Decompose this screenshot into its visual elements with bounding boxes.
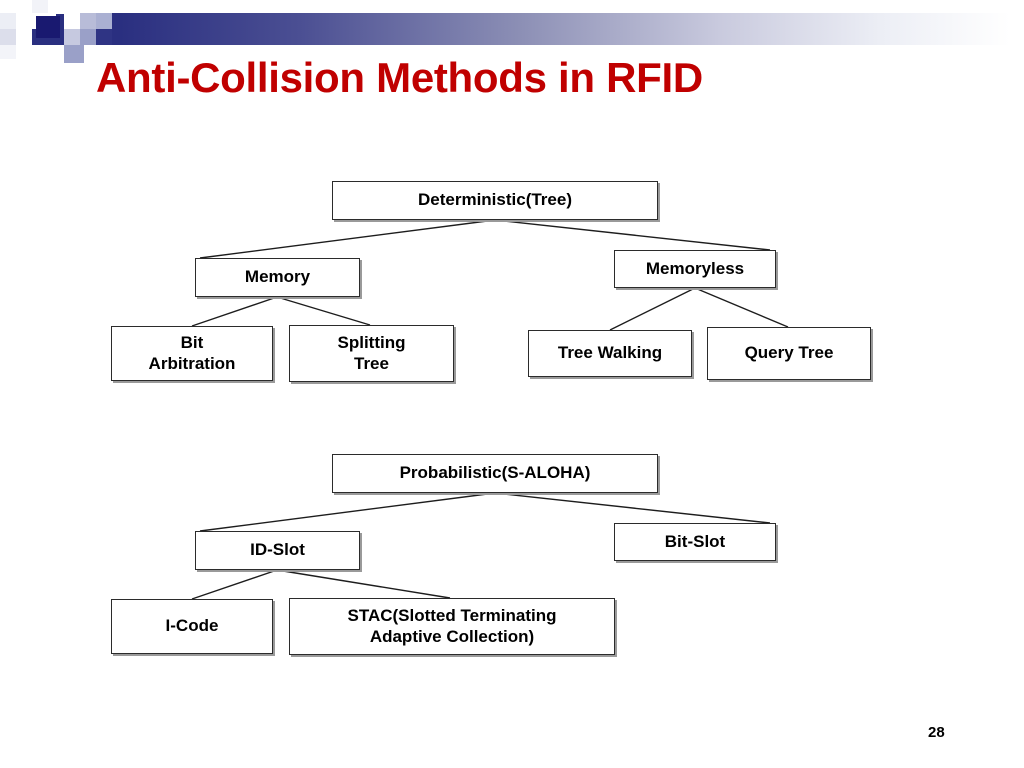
tree-node-label: ID-Slot — [250, 540, 305, 560]
decorative-square — [16, 45, 32, 59]
decorative-square — [16, 29, 32, 45]
tree-edge-id-slot-to-i-code — [191, 569, 278, 600]
tree-edge-deterministic-to-memory — [199, 219, 496, 259]
decorative-square — [80, 29, 96, 45]
tree-edge-deterministic-to-memoryless — [494, 219, 771, 251]
decorative-square — [0, 45, 16, 59]
tree-node-label: Deterministic(Tree) — [418, 190, 572, 210]
decorative-square — [80, 13, 96, 29]
tree-node-id-slot: ID-Slot — [195, 531, 360, 570]
decorative-square — [0, 13, 16, 29]
tree-node-label: I-Code — [165, 616, 219, 636]
tree-edge-memory-to-splitting-tree — [276, 296, 371, 326]
tree-node-tree-walking: Tree Walking — [528, 330, 692, 377]
tree-edge-memoryless-to-tree-walking — [609, 287, 696, 331]
header-decoration — [0, 0, 1024, 70]
decorative-square — [16, 13, 32, 29]
decorative-square — [32, 0, 48, 14]
decorative-square — [64, 13, 80, 29]
tree-node-i-code: I-Code — [111, 599, 273, 654]
tree-node-memoryless: Memoryless — [614, 250, 776, 288]
tree-node-bit-slot: Bit-Slot — [614, 523, 776, 561]
tree-node-stac: STAC(Slotted Terminating Adaptive Collec… — [289, 598, 615, 655]
tree-edge-probabilistic-to-id-slot — [199, 492, 496, 532]
gradient-bar — [0, 13, 1024, 45]
decorative-square — [96, 29, 112, 45]
tree-node-label: Splitting Tree — [337, 332, 406, 373]
tree-edge-probabilistic-to-bit-slot — [494, 492, 771, 524]
tree-node-bit-arbitration: Bit Arbitration — [111, 326, 273, 381]
tree-node-deterministic: Deterministic(Tree) — [332, 181, 658, 220]
decorative-square — [96, 13, 112, 29]
tree-node-probabilistic: Probabilistic(S-ALOHA) — [332, 454, 658, 493]
decorative-square — [0, 29, 16, 45]
tree-node-label: Bit-Slot — [664, 531, 726, 551]
decorative-square — [64, 0, 80, 14]
tree-node-label: Tree Walking — [557, 343, 663, 363]
tree-edge-id-slot-to-stac — [276, 569, 451, 599]
tree-node-label: Memoryless — [645, 258, 745, 278]
decorative-square — [48, 0, 64, 14]
tree-node-label: Bit Arbitration — [148, 332, 236, 373]
tree-node-splitting-tree: Splitting Tree — [289, 325, 454, 382]
decorative-square — [48, 45, 64, 59]
tree-node-label: Probabilistic(S-ALOHA) — [399, 463, 591, 483]
page-number: 28 — [928, 724, 945, 741]
tree-node-query-tree: Query Tree — [707, 327, 871, 380]
tree-node-label: Memory — [244, 267, 311, 287]
tree-node-memory: Memory — [195, 258, 360, 297]
decorative-square — [36, 16, 60, 38]
decorative-square — [64, 45, 84, 63]
tree-node-label: STAC(Slotted Terminating Adaptive Collec… — [347, 605, 557, 646]
page-title: Anti-Collision Methods in RFID — [96, 54, 703, 101]
tree-edge-memoryless-to-query-tree — [694, 287, 789, 328]
tree-edge-memory-to-bit-arbitration — [191, 296, 278, 327]
decorative-square — [16, 0, 32, 14]
tree-node-label: Query Tree — [744, 343, 834, 363]
decorative-square — [64, 29, 80, 45]
